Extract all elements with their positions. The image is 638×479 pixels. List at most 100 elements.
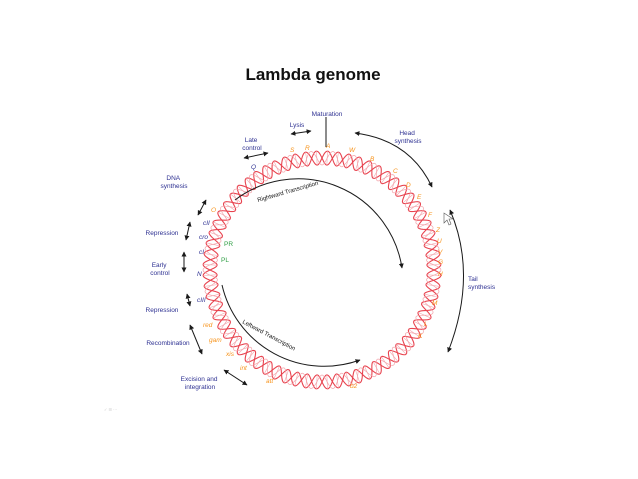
helix-rung <box>223 202 236 211</box>
helix-rung <box>424 293 438 298</box>
gene-Q: Q <box>251 164 256 171</box>
helix-rung <box>326 374 328 389</box>
gene-G: G <box>438 259 443 266</box>
helix-rung <box>388 350 399 362</box>
helix-rung <box>417 312 431 319</box>
helix-rung <box>364 365 371 379</box>
helix-rung <box>217 211 231 220</box>
recombination-arrow <box>189 324 203 355</box>
helix-rung <box>223 329 236 338</box>
gene-att: att <box>266 378 274 385</box>
gene-Z: Z <box>435 227 441 234</box>
gene-E: E <box>417 194 422 201</box>
helix-rung <box>345 154 350 168</box>
gene-U: U <box>437 238 442 245</box>
helix-rung <box>425 284 440 287</box>
early-control-label: Early control <box>150 262 170 277</box>
dna-synthesis-label: DNA synthesis <box>160 175 188 190</box>
late-control-label: Late control <box>242 137 262 152</box>
helix-rung <box>245 178 256 190</box>
helix-rung <box>273 365 280 379</box>
diagram-title: Lambda genome <box>245 65 380 84</box>
helix-rung <box>237 185 248 196</box>
helix-rung <box>237 344 248 355</box>
repression-bottom-arrow <box>185 293 192 307</box>
helix-rung <box>203 264 218 266</box>
helix-rung <box>345 372 350 386</box>
helix-rung <box>421 231 435 237</box>
helix-rung <box>206 242 220 247</box>
gene-b2: b2 <box>350 383 358 390</box>
gene-K: K <box>418 333 423 340</box>
helix-rung <box>396 185 407 196</box>
helix-rung <box>424 242 438 247</box>
helix-rung <box>204 284 219 287</box>
promoter-PL: PL <box>221 257 229 264</box>
promoter-labels: PR PL <box>221 241 233 264</box>
helix-rung <box>425 253 440 256</box>
helix-rung <box>203 274 218 276</box>
gene-O: O <box>211 207 216 214</box>
gene-labels-orange: S R A W B C D E F Z U V G H M L K O red … <box>203 143 443 390</box>
excision-integration-arrow <box>223 369 248 386</box>
maturation-label: Maturation <box>312 111 343 118</box>
helix-rung <box>206 293 220 298</box>
gene-cII: cII <box>203 220 210 227</box>
gene-N: N <box>197 271 202 278</box>
repression-top-label: Repression <box>146 230 179 237</box>
recombination-label: Recombination <box>146 340 190 347</box>
helix-rung <box>213 312 227 319</box>
helix-rung <box>316 151 318 166</box>
rightward-transcription-arrow <box>234 178 404 269</box>
gene-red: red <box>203 322 213 329</box>
helix-rung <box>263 165 272 179</box>
helix-rung <box>305 373 308 388</box>
helix-rung <box>294 372 299 386</box>
gene-R: R <box>305 145 310 152</box>
excision-integration-label: Excision and integration <box>181 376 220 391</box>
late-control-arrow <box>243 151 269 160</box>
helix-rung <box>421 303 435 309</box>
helix-rung <box>283 157 289 171</box>
promoter-PR: PR <box>224 241 233 248</box>
helix-rung <box>413 320 427 329</box>
gene-D: D <box>406 182 411 189</box>
helix-rung <box>326 151 328 166</box>
helix-rung <box>396 344 407 355</box>
helix-rung <box>213 221 227 228</box>
helix-rung <box>417 221 431 228</box>
helix-rung <box>294 154 299 168</box>
head-synthesis-arrow <box>354 131 433 188</box>
helix-rung <box>204 253 219 256</box>
gene-labels-blue: Q cII cro cI N cIII <box>197 164 256 304</box>
helix-rung <box>408 329 421 338</box>
helix-rung <box>230 193 242 204</box>
helix-rung <box>426 274 441 276</box>
gene-F: F <box>428 212 433 219</box>
helix-rung <box>209 303 223 309</box>
helix-rung <box>254 171 263 184</box>
gene-L: L <box>424 321 428 328</box>
gene-cI: cI <box>199 249 204 256</box>
helix-rung <box>402 336 414 347</box>
dna-synthesis-arrow <box>197 199 207 216</box>
gene-B: B <box>370 156 375 163</box>
gene-H: H <box>438 271 443 278</box>
gene-xis: xis <box>225 351 235 358</box>
helix-rung <box>273 161 280 175</box>
helix-rung <box>336 152 339 167</box>
repression-bottom-label: Repression <box>146 307 179 314</box>
helix-rung <box>283 369 289 383</box>
gene-M: M <box>432 300 438 307</box>
helix-rung <box>336 373 339 388</box>
helix-rung <box>372 361 381 375</box>
helix-rung <box>209 231 223 237</box>
helix-rung <box>316 374 318 389</box>
gene-cIII: cIII <box>197 297 206 304</box>
footer-mark: ✓ ☰ ⋯ <box>104 407 117 412</box>
pointer-cursor-icon <box>443 212 454 226</box>
lysis-label: Lysis <box>290 122 305 129</box>
gene-V: V <box>438 249 443 256</box>
gene-A: A <box>325 143 330 150</box>
